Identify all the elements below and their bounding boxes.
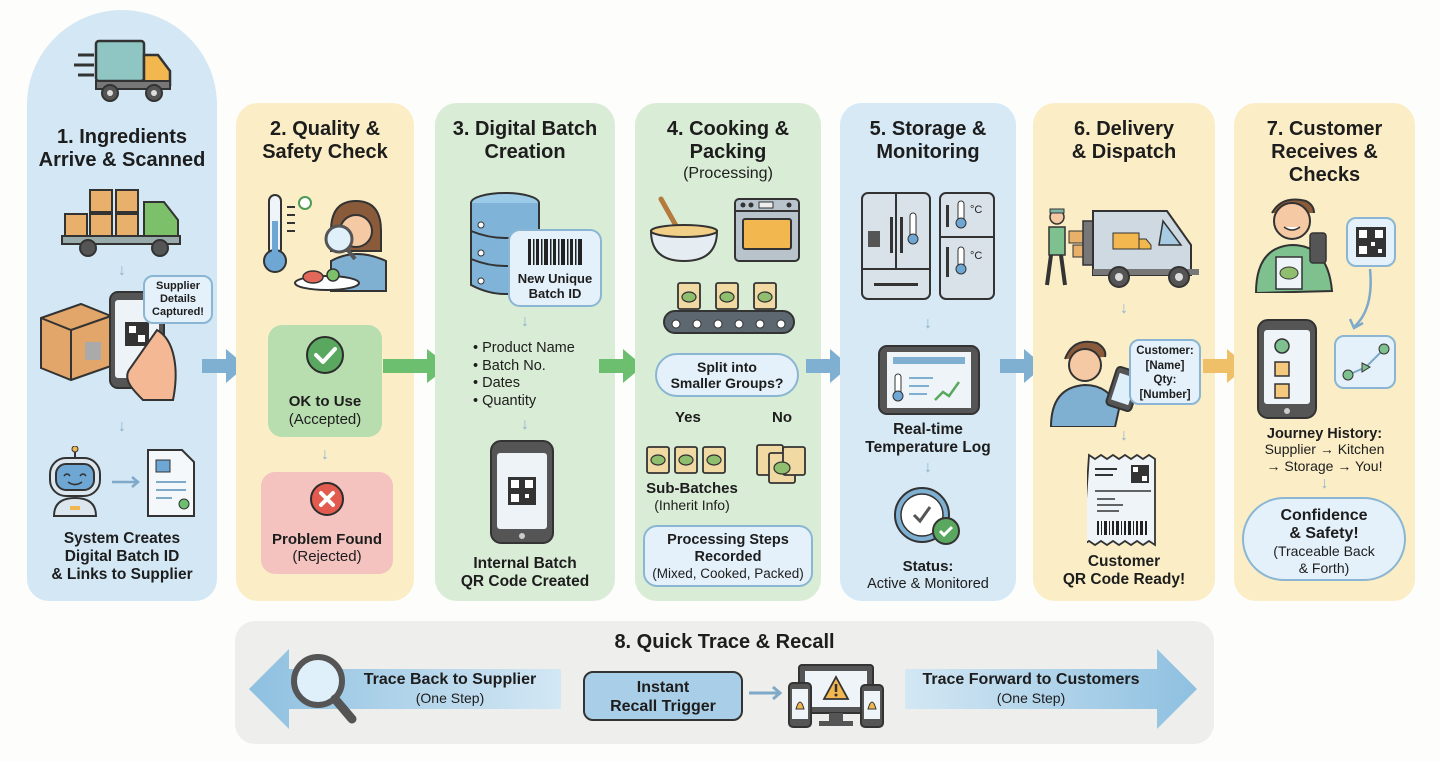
no-label: No xyxy=(772,409,792,426)
freezer-icon: °C °C xyxy=(939,192,995,300)
stage-4-panel: 4. Cooking &Packing (Processing) Split i… xyxy=(635,103,821,601)
sub-batches-sub: (Inherit Info) xyxy=(654,497,730,513)
journey-path: Supplier → Kitchen→ Storage → You! xyxy=(1264,441,1385,474)
trace-forward-arrow[interactable] xyxy=(905,647,1197,731)
down-arrow-icon: ↓ xyxy=(321,446,329,463)
down-arrow-icon: ↓ xyxy=(521,416,529,433)
svg-text:°C: °C xyxy=(970,250,982,262)
right-arrow-icon xyxy=(749,685,783,701)
rejected-label: Problem Found xyxy=(272,531,382,548)
customer-phone-icon xyxy=(1254,198,1334,293)
down-arrow-icon: ↓ xyxy=(118,262,126,279)
route-map-bubble xyxy=(1334,335,1396,389)
thermometer-icon xyxy=(263,194,387,292)
delivery-truck-icon xyxy=(74,39,172,102)
qr-code-bubble xyxy=(1346,217,1396,267)
journey-label: Journey History: xyxy=(1266,426,1383,442)
tablet-chart-icon xyxy=(878,345,980,415)
flow-arrow-4-5 xyxy=(806,349,850,383)
barcode-icon xyxy=(528,239,582,265)
down-arrow-icon: ↓ xyxy=(924,459,932,476)
status-label: Status: xyxy=(902,558,954,575)
alert-devices-icon xyxy=(788,664,884,728)
curved-arrow-icon xyxy=(1348,268,1372,330)
qr-code-icon xyxy=(1356,227,1386,257)
yes-label: Yes xyxy=(675,409,701,426)
stage-2-panel: 2. Quality &Safety Check OK to Use (Acce… xyxy=(236,103,414,601)
trace-recall-panel: 8. Quick Trace & Recall Trace Back to Su… xyxy=(235,621,1214,744)
down-arrow-icon: ↓ xyxy=(1120,427,1128,444)
conveyor-belt-icon xyxy=(663,282,795,334)
package-icon xyxy=(646,444,806,484)
clock-check-icon xyxy=(894,487,960,545)
delivery-van-icon xyxy=(1045,208,1199,288)
stage-2-title: 2. Quality &Safety Check xyxy=(262,118,388,163)
confidence-safety-badge: Confidence& Safety! (Traceable Back& For… xyxy=(1242,497,1406,581)
stage-6-panel: 6. Delivery& Dispatch ↓ Customer:[Name]Q… xyxy=(1033,103,1215,601)
route-map-icon xyxy=(1342,343,1390,381)
x-circle-icon xyxy=(310,482,344,516)
stage-5-title: 5. Storage &Monitoring xyxy=(869,118,987,163)
rejected-card: Problem Found (Rejected) xyxy=(261,472,393,574)
status-value: Active & Monitored xyxy=(867,576,989,592)
refrigerator-icon xyxy=(861,192,931,300)
stage-6-title: 6. Delivery& Dispatch xyxy=(1071,118,1177,163)
down-arrow-icon: ↓ xyxy=(1320,475,1329,492)
svg-text:°C: °C xyxy=(970,204,982,216)
down-arrow-icon: ↓ xyxy=(1120,300,1128,317)
field-item: Quantity xyxy=(473,393,575,411)
sub-batches-label: Sub-Batches xyxy=(646,480,738,497)
trace-back-label: Trace Back to Supplier xyxy=(363,671,537,688)
down-arrow-icon: ↓ xyxy=(924,315,932,332)
phone-scan-qr-icon xyxy=(40,291,177,401)
down-arrow-icon: ↓ xyxy=(118,418,126,435)
trace-recall-title: 8. Quick Trace & Recall xyxy=(614,631,835,653)
phone-journey-icon xyxy=(1257,319,1317,419)
flow-arrow-1-2 xyxy=(202,349,246,383)
receipt-qr-icon xyxy=(1087,453,1156,547)
accepted-sub: (Accepted) xyxy=(288,411,362,428)
down-arrow-icon: ↓ xyxy=(521,313,529,330)
check-circle-icon xyxy=(306,336,344,374)
field-item: Dates xyxy=(473,375,575,393)
trace-back-sub: (One Step) xyxy=(415,690,485,706)
field-item: Batch No. xyxy=(473,358,575,376)
flow-arrow-2-3 xyxy=(383,349,449,383)
magnifier-icon xyxy=(291,654,357,724)
phone-qr-icon xyxy=(490,440,554,544)
trace-forward-sub: (One Step) xyxy=(996,690,1066,706)
customer-info-bubble: Customer:[Name]Qty:[Number] xyxy=(1129,339,1201,405)
robot-icon xyxy=(49,446,195,517)
loaded-truck-icon xyxy=(61,189,181,257)
stage-5-panel: 5. Storage &Monitoring °C °C ↓ Real-time… xyxy=(840,103,1016,601)
batch-fields-list: Product Name Batch No. Dates Quantity xyxy=(473,340,575,410)
accepted-label: OK to Use xyxy=(288,393,362,410)
mixing-bowl-icon xyxy=(649,196,800,263)
flow-arrow-3-4 xyxy=(599,349,643,383)
stage-4-subtitle: (Processing) xyxy=(683,165,773,182)
trace-forward-label: Trace Forward to Customers xyxy=(922,671,1140,688)
stage-4-title: 4. Cooking &Packing xyxy=(666,118,790,163)
field-item: Product Name xyxy=(473,340,575,358)
rejected-sub: (Rejected) xyxy=(292,548,362,565)
accepted-card: OK to Use (Accepted) xyxy=(268,325,382,437)
courier-icon xyxy=(1048,226,1066,256)
